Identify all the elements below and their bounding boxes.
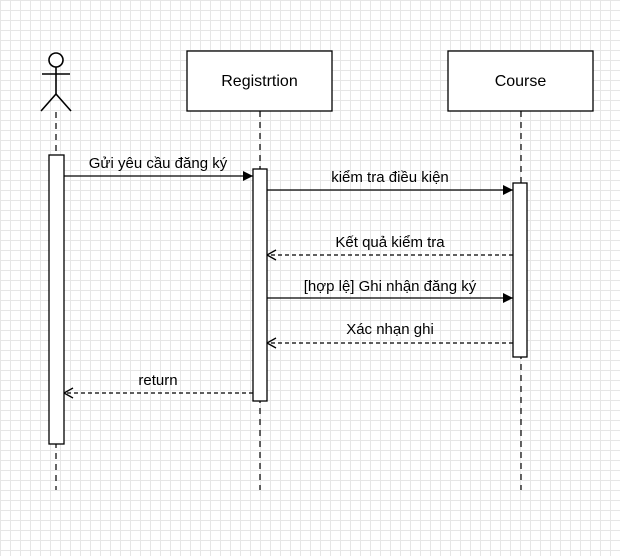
message-label-5: Xác nhạn ghi — [346, 321, 434, 338]
activation-course — [512, 182, 528, 358]
message-label-3: Kết quả kiểm tra — [335, 234, 445, 251]
message-label-6: return — [138, 372, 177, 389]
message-label-4: [hợp lệ] Ghi nhận đăng ký — [304, 278, 477, 295]
participant-registration-label: Registrtion — [221, 73, 297, 90]
participant-course-label: Course — [495, 73, 547, 90]
participant-course-box[interactable] — [447, 50, 594, 112]
activation-actor — [48, 154, 65, 445]
message-label-2: kiểm tra điều kiện — [331, 169, 449, 186]
message-label-1: Gửi yêu cầu đăng ký — [89, 155, 228, 172]
actor-icon — [40, 52, 72, 112]
participant-registration-box[interactable] — [186, 50, 333, 112]
activation-registration — [252, 168, 268, 402]
